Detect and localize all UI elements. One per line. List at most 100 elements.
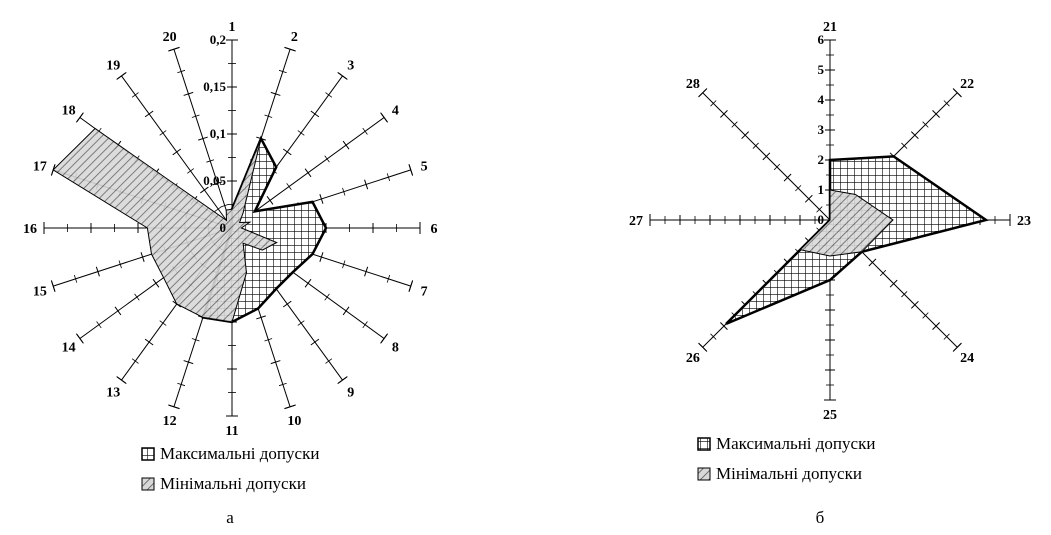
axis-tick <box>140 252 145 262</box>
axis-tick <box>152 278 160 288</box>
axis-label: 26 <box>686 351 700 366</box>
axis-minor-tick <box>816 206 823 213</box>
axis-minor-tick <box>731 121 738 128</box>
axis-minor-tick <box>362 321 368 329</box>
axis-minor-tick <box>131 92 139 98</box>
legend-a-max-label: Максимальні допуски <box>160 444 319 463</box>
tick-label: 0,15 <box>203 79 226 94</box>
axis-tick <box>183 360 194 365</box>
axis-tick <box>285 404 296 409</box>
axis-minor-tick <box>278 69 287 74</box>
axis-label: 27 <box>629 214 643 229</box>
axis-tick <box>95 266 100 277</box>
axis-label: 4 <box>392 103 399 118</box>
tick-label: 3 <box>818 122 825 137</box>
axis-minor-tick <box>297 320 305 326</box>
axis-tick <box>889 279 898 288</box>
axis-tick <box>270 91 281 96</box>
axis-label: 15 <box>33 284 47 299</box>
axis-tick <box>342 140 350 150</box>
axis-tick <box>172 148 182 156</box>
axis-label: 13 <box>106 385 120 400</box>
axis-tick <box>932 110 940 118</box>
axis-tick <box>76 113 84 122</box>
axis-minor-tick <box>710 100 717 107</box>
axis-tick <box>364 266 369 277</box>
axis-tick <box>338 72 347 80</box>
axis-tick <box>198 136 208 141</box>
axis-tick <box>762 152 771 161</box>
axis-label: 28 <box>686 77 700 92</box>
axis-minor-tick <box>879 269 887 277</box>
axis-minor-tick <box>177 69 186 74</box>
axis-minor-tick <box>324 155 330 163</box>
axis-tick <box>256 315 266 320</box>
axis-label: 8 <box>392 341 399 356</box>
axis-tick <box>720 322 728 330</box>
tick-label: 2 <box>818 152 825 167</box>
axis-label: 20 <box>163 30 177 45</box>
axis-tick <box>285 47 296 52</box>
axis-tick <box>304 278 312 288</box>
axis-tick <box>168 47 179 52</box>
axis-tick <box>720 110 728 118</box>
axis-minor-tick <box>362 127 368 135</box>
axis-tick <box>804 194 813 203</box>
chart-a-tick-labels: 00,050,10,150,2 <box>203 32 226 235</box>
axis-tick <box>117 376 126 384</box>
axis-label: 9 <box>347 385 354 400</box>
chart-a-series <box>52 127 328 324</box>
axis-minor-tick <box>901 142 908 149</box>
axis-minor-tick <box>131 358 139 364</box>
legend-a-min-label: Мінімальні допуски <box>160 474 306 493</box>
tick-label: 0 <box>220 220 227 235</box>
axis-minor-tick <box>73 274 78 283</box>
axis-tick <box>338 376 347 384</box>
axis-label: 12 <box>163 414 177 429</box>
axis-minor-tick <box>922 312 929 319</box>
axis-label: 19 <box>106 59 120 74</box>
axis-minor-tick <box>159 320 167 326</box>
axis-minor-tick <box>943 100 950 107</box>
axis-minor-tick <box>297 130 305 136</box>
axis-minor-tick <box>264 338 273 342</box>
axis-minor-tick <box>206 159 215 163</box>
axis-minor-tick <box>324 293 330 301</box>
axis-minor-tick <box>342 260 346 269</box>
axis-tick <box>76 334 84 343</box>
tick-label: 0,1 <box>210 126 226 141</box>
axis-minor-tick <box>191 338 200 342</box>
axis-tick <box>270 360 281 365</box>
axis-label: 25 <box>823 408 837 423</box>
axis-tick <box>380 113 388 122</box>
axis-minor-tick <box>710 333 717 340</box>
axis-tick <box>144 110 154 118</box>
axis-minor-tick <box>177 382 186 387</box>
tick-label: 4 <box>818 92 825 107</box>
axis-minor-tick <box>286 183 292 191</box>
axis-tick <box>910 131 919 140</box>
axis-tick <box>117 72 126 80</box>
axis-minor-tick <box>159 130 167 136</box>
tick-label: 5 <box>818 62 825 77</box>
axis-label: 14 <box>62 341 76 356</box>
legend-b-max-swatch <box>697 437 711 451</box>
axis-label: 24 <box>960 351 974 366</box>
axis-minor-tick <box>386 274 391 283</box>
axis-tick <box>408 281 413 292</box>
axis-tick <box>200 186 209 194</box>
axis-minor-tick <box>278 382 287 387</box>
axis-label: 21 <box>823 20 837 35</box>
axis-label: 11 <box>225 424 238 439</box>
axis-label: 22 <box>960 77 974 92</box>
axis-minor-tick <box>325 358 333 364</box>
axis-tick <box>319 194 324 204</box>
axis-tick <box>310 110 320 118</box>
axis-tick <box>364 179 369 190</box>
axis-minor-tick <box>795 185 802 192</box>
axis-label: 23 <box>1017 214 1031 229</box>
legend-b: Максимальні допуски Мінімальні допуски <box>697 434 875 483</box>
axis-label: 6 <box>431 222 438 237</box>
